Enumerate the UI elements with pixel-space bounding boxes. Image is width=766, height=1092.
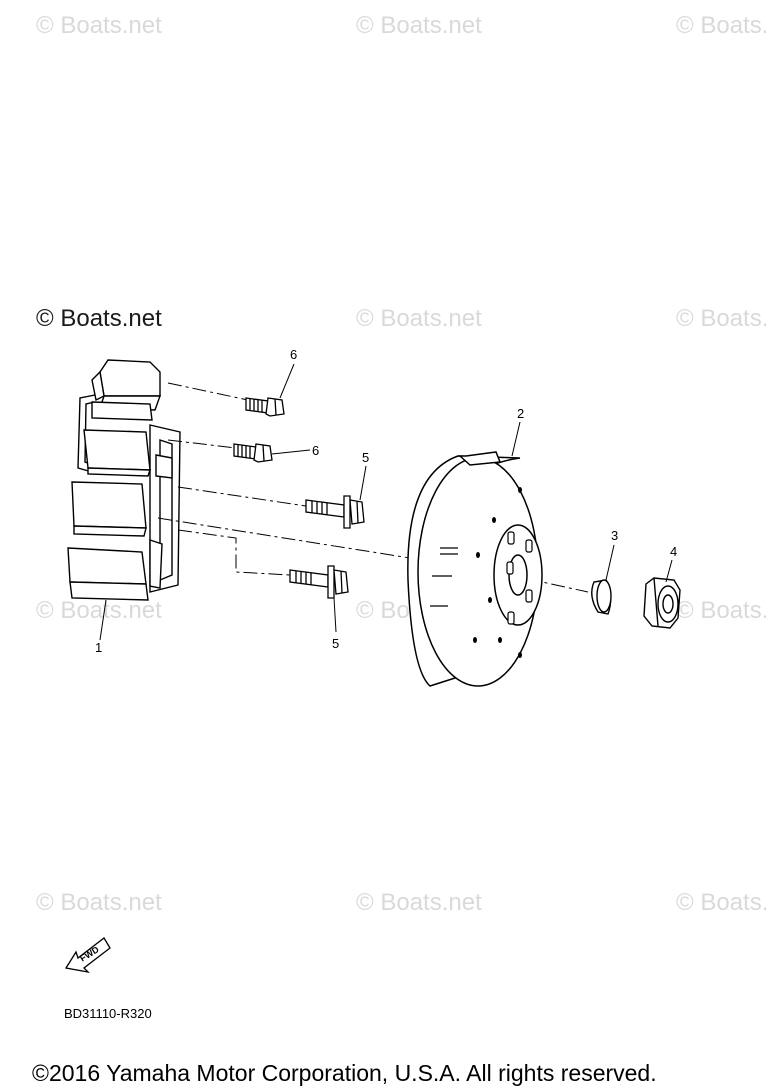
washer[interactable]	[591, 579, 612, 615]
flange-nut[interactable]	[643, 577, 681, 629]
watermark: © Boats.net	[36, 12, 162, 39]
watermark: © Boats.net	[356, 12, 482, 39]
flange-bolt-lower[interactable]	[289, 565, 349, 599]
watermark: © Boats.net	[676, 889, 766, 916]
rotor-flywheel[interactable]	[407, 451, 543, 687]
callout-5b: 5	[332, 636, 339, 651]
watermark-prominent: © Boats.net	[36, 305, 162, 332]
callout-5a: 5	[362, 450, 369, 465]
watermark: © Boats.net	[676, 597, 766, 624]
watermark: © Boats.net	[676, 12, 766, 39]
callout-3: 3	[611, 528, 618, 543]
watermark: © Boats.net	[356, 305, 482, 332]
leader-lines	[99, 363, 673, 641]
watermark: © Boats.net	[676, 305, 766, 332]
callout-6b: 6	[312, 443, 319, 458]
diagram-code: BD31110-R320	[64, 1006, 152, 1021]
watermark: © Boats.net	[36, 889, 162, 916]
watermark: © Boats.net	[356, 889, 482, 916]
callout-4: 4	[670, 544, 677, 559]
fwd-arrow-icon: FWD	[64, 937, 111, 974]
callout-1: 1	[95, 640, 102, 655]
copyright-notice: ©2016 Yamaha Motor Corporation, U.S.A. A…	[32, 1060, 657, 1086]
flange-bolt-upper[interactable]	[305, 495, 365, 529]
watermark: © Boats.net	[36, 597, 162, 624]
callout-2: 2	[517, 406, 524, 421]
stator-assembly[interactable]	[67, 359, 181, 601]
callout-6a: 6	[290, 347, 297, 362]
bolt-middle[interactable]	[233, 443, 273, 463]
bolt-top[interactable]	[245, 397, 285, 417]
